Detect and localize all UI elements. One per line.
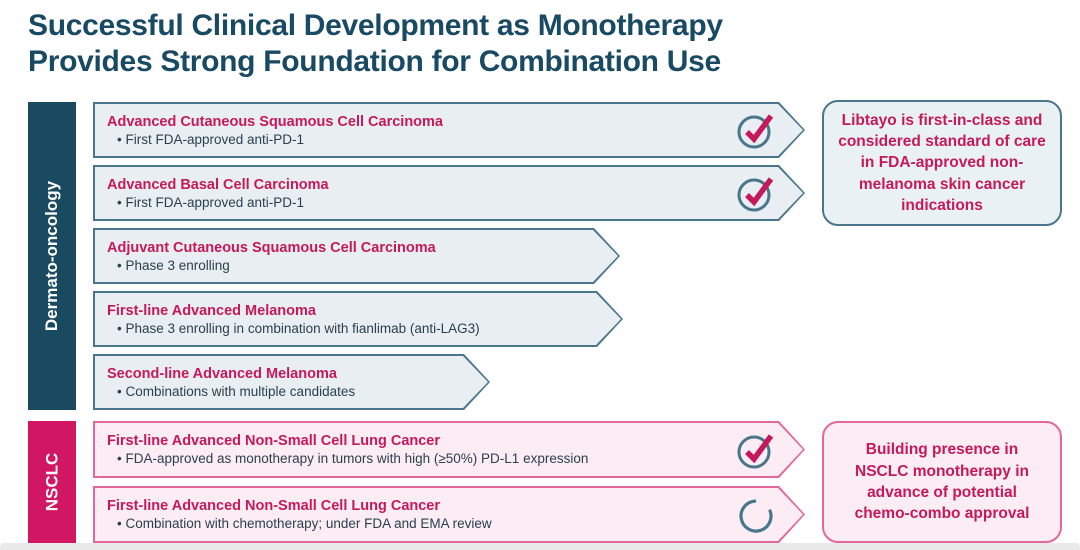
pipeline-arrow-nsclc-monotherapy: First-line Advanced Non-Small Cell Lung … [93,421,805,478]
indication-title: Advanced Basal Cell Carcinoma [107,176,329,193]
callout-dermato-oncology: Libtayo is first-in-class and considered… [822,100,1062,226]
arrow-content: Advanced Cutaneous Squamous Cell Carcino… [107,102,745,158]
pipeline-arrow-second-line-melanoma: Second-line Advanced Melanoma Combinatio… [93,354,490,410]
indication-title: First-line Advanced Non-Small Cell Lung … [107,433,441,449]
callout-nsclc: Building presence in NSCLC monotherapy i… [822,421,1062,543]
page-title-line2: Provides Strong Foundation for Combinati… [28,45,721,78]
in-progress-icon [739,499,773,533]
pipeline-arrow-adjuvant-cscc: Adjuvant Cutaneous Squamous Cell Carcino… [93,228,620,284]
pipeline-arrow-acscc: Advanced Cutaneous Squamous Cell Carcino… [93,102,805,158]
pipeline-arrow-nsclc-chemo-combo: First-line Advanced Non-Small Cell Lung … [93,486,805,543]
arrow-content: First-line Advanced Non-Small Cell Lung … [107,486,745,543]
page-title: Successful Clinical Development as Monot… [28,8,723,80]
indication-detail: Phase 3 enrolling [107,258,560,273]
pipeline-arrow-first-line-melanoma: First-line Advanced Melanoma Phase 3 enr… [93,291,623,347]
approved-check-icon [737,114,774,149]
arrow-fill [95,167,803,219]
section-label-nsclc: NSCLC [28,421,76,543]
approved-check-icon [737,177,774,212]
arrow-fill [95,104,803,156]
arrow-fill [95,423,803,476]
arrow-content: First-line Advanced Melanoma Phase 3 enr… [107,291,563,347]
arrow-fill [95,488,803,541]
arrow-content: Advanced Basal Cell Carcinoma First FDA-… [107,165,745,221]
footer-strip [0,543,1080,550]
indication-detail: Combinations with multiple candidates [107,384,430,399]
indication-detail: Phase 3 enrolling in combination with fi… [107,321,563,336]
arrow-fill [95,293,621,345]
pipeline-arrow-bcc: Advanced Basal Cell Carcinoma First FDA-… [93,165,805,221]
indication-detail: Combination with chemotherapy; under FDA… [107,516,745,531]
arrow-content: First-line Advanced Non-Small Cell Lung … [107,421,745,478]
callout-dermato-oncology-text: Libtayo is first-in-class and considered… [838,111,1046,215]
indication-detail: First FDA-approved anti-PD-1 [107,132,745,147]
section-label-dermato-oncology-text: Dermato-oncology [42,180,61,332]
indication-title: Advanced Cutaneous Squamous Cell Carcino… [107,113,443,130]
indication-title: Adjuvant Cutaneous Squamous Cell Carcino… [107,239,436,256]
approved-check-icon [737,433,774,468]
section-label-nsclc-text: NSCLC [42,452,61,512]
page-title-line1: Successful Clinical Development as Monot… [28,9,723,42]
indication-title: First-line Advanced Melanoma [107,302,316,319]
arrow-fill [95,356,488,408]
arrow-fill [95,230,618,282]
indication-detail: First FDA-approved anti-PD-1 [107,195,745,210]
arrow-content: Second-line Advanced Melanoma Combinatio… [107,354,430,410]
section-label-dermato-oncology: Dermato-oncology [28,102,76,410]
indication-title: Second-line Advanced Melanoma [107,365,337,382]
arrow-content: Adjuvant Cutaneous Squamous Cell Carcino… [107,228,560,284]
indication-title: First-line Advanced Non-Small Cell Lung … [107,498,441,514]
indication-detail: FDA-approved as monotherapy in tumors wi… [107,451,745,466]
callout-nsclc-text: Building presence in NSCLC monotherapy i… [854,441,1030,523]
